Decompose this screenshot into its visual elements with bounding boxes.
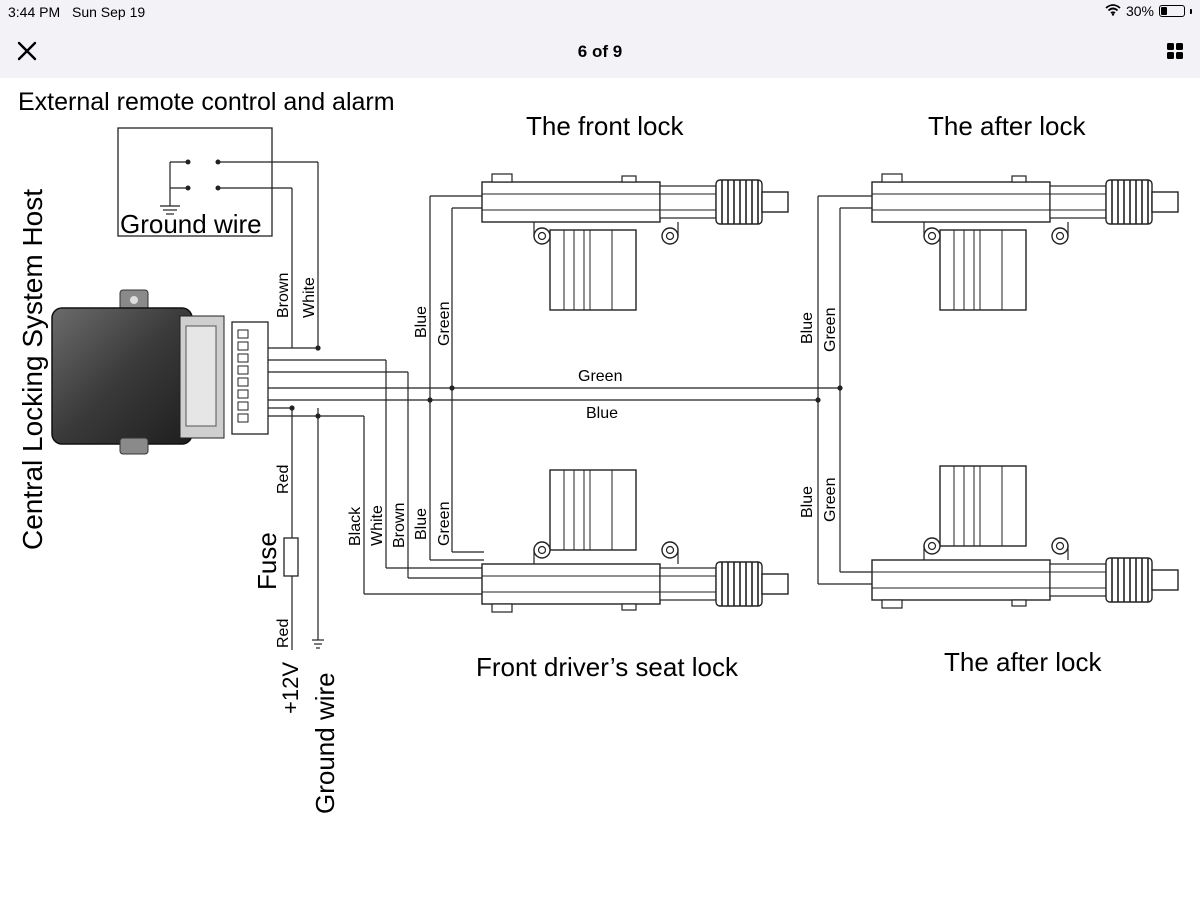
front-lock-actuator xyxy=(481,173,789,311)
battery-tip xyxy=(1190,8,1192,14)
viewer-nav-bar: 6 of 9 xyxy=(0,24,1200,78)
front-driver-title: Front driver’s seat lock xyxy=(476,652,739,682)
front-lock-title: The front lock xyxy=(526,111,685,141)
front-driver-lock-actuator xyxy=(481,469,789,613)
diagram-image[interactable]: External remote control and alarm Ground… xyxy=(0,78,1200,900)
wifi-icon xyxy=(1105,3,1121,19)
battery-icon xyxy=(1159,5,1185,17)
host-label: Central Locking System Host xyxy=(17,189,48,550)
fuse-symbol xyxy=(283,537,299,577)
remote-switches xyxy=(160,159,318,215)
page-counter: 6 of 9 xyxy=(577,42,623,61)
battery-level xyxy=(1161,7,1167,15)
plus12v-label: +12V xyxy=(278,662,303,714)
wire-label-blue-front: Blue xyxy=(413,306,430,338)
wire-label-white-top: White xyxy=(301,277,318,318)
wire-label-blue-after-low: Blue xyxy=(799,486,816,518)
junction-dots xyxy=(289,345,843,419)
close-button[interactable] xyxy=(10,34,44,68)
wire-label-green-front: Green xyxy=(436,302,453,346)
bus-wires xyxy=(268,195,874,650)
remote-wires xyxy=(291,162,319,348)
wire-label-green-after: Green xyxy=(822,308,839,352)
wire-label-green-after-low: Green xyxy=(822,478,839,522)
ground-symbol xyxy=(312,639,324,649)
wire-label-blue-after: Blue xyxy=(799,312,816,344)
external-remote-label: External remote control and alarm xyxy=(18,88,395,116)
after-lock-bottom-actuator xyxy=(871,465,1179,609)
wire-label-red-bottom: Red xyxy=(275,619,292,648)
central-locking-host xyxy=(51,289,225,455)
grid-icon xyxy=(1167,43,1183,59)
wire-label-brown-driver: Brown xyxy=(391,503,408,548)
wire-label-blue-driver: Blue xyxy=(413,508,430,540)
wire-label-green-bus: Green xyxy=(578,368,622,385)
ground-wire-bottom-label: Ground wire xyxy=(310,672,340,814)
wire-label-green-driver: Green xyxy=(436,502,453,546)
close-icon xyxy=(17,41,37,61)
status-date: Sun Sep 19 xyxy=(72,4,146,20)
status-time: 3:44 PM xyxy=(8,4,61,20)
grid-view-button[interactable] xyxy=(1162,38,1188,64)
after-lock-top-title: The after lock xyxy=(928,111,1087,141)
status-indicators: 30% xyxy=(1105,3,1192,19)
wire-label-brown-top: Brown xyxy=(275,273,292,318)
after-lock-top-actuator xyxy=(871,173,1179,311)
wire-label-red-top: Red xyxy=(275,465,292,494)
after-lock-bottom-title: The after lock xyxy=(944,647,1103,677)
wire-label-white-driver: White xyxy=(369,505,386,546)
wiring-diagram: External remote control and alarm Ground… xyxy=(17,88,1179,814)
remote-box xyxy=(117,127,273,237)
wire-label-blue-bus: Blue xyxy=(586,405,618,422)
wire-label-black: Black xyxy=(347,506,364,546)
ground-wire-top-label: Ground wire xyxy=(120,209,262,239)
host-connector xyxy=(231,321,269,435)
status-bar: 3:44 PM Sun Sep 19 30% xyxy=(0,0,1200,24)
fuse-label: Fuse xyxy=(252,532,282,590)
battery-percent: 30% xyxy=(1125,3,1154,19)
